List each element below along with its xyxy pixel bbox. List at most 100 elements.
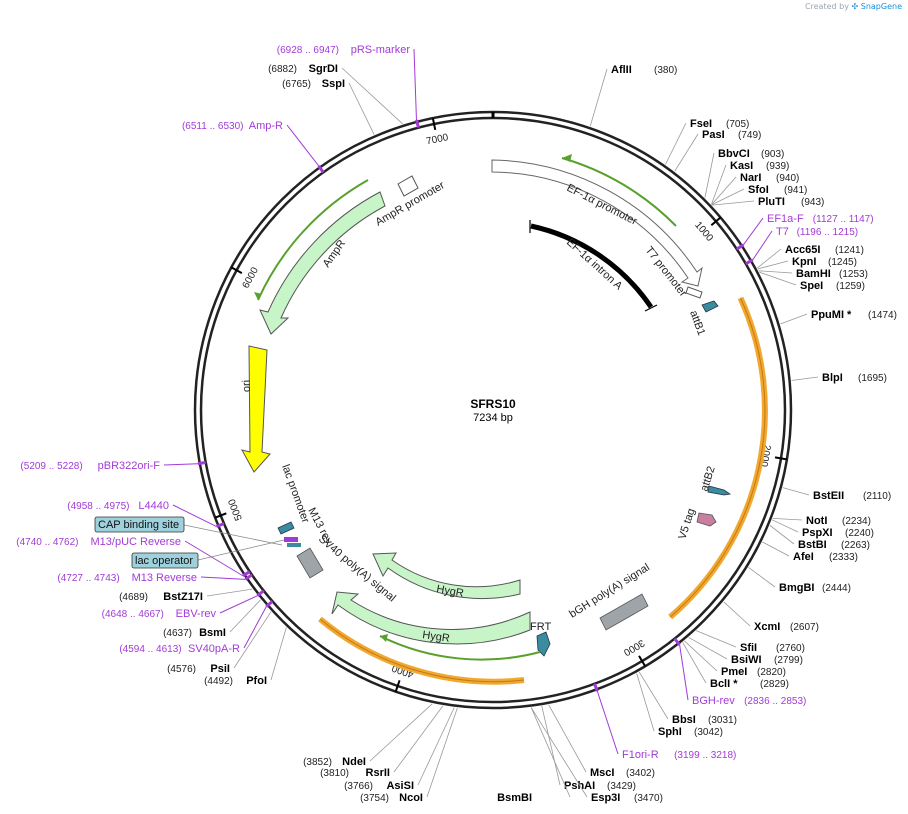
enzyme-position: (3402) bbox=[626, 768, 655, 779]
enzyme-name: SfoI bbox=[748, 184, 769, 196]
primer-mark bbox=[735, 243, 745, 251]
enzyme-leader-line bbox=[711, 176, 737, 205]
scale-tick bbox=[710, 216, 722, 227]
enzyme-name: PasI bbox=[702, 129, 725, 141]
primer-mark bbox=[244, 573, 253, 581]
enzyme-leader-line bbox=[393, 705, 444, 773]
primer-name: EBV-rev bbox=[176, 608, 217, 620]
enzyme-position: (3810) bbox=[320, 768, 349, 779]
enzyme-name: BbvCI bbox=[718, 148, 750, 160]
enzyme-leader-line bbox=[758, 270, 793, 274]
enzyme-position: (940) bbox=[776, 173, 799, 184]
primer-leader-line bbox=[184, 540, 244, 577]
enzyme-position: (3754) bbox=[360, 793, 389, 804]
attb1-arrow bbox=[701, 300, 719, 313]
scale-tick bbox=[774, 456, 788, 461]
enzyme-sites: AflII(380)FseI(705)PasI(749)BbvCI(903)Ka… bbox=[119, 63, 897, 804]
enzyme-name: KpnI bbox=[792, 256, 816, 268]
snapgene-credit: Created by ✣ SnapGene bbox=[805, 2, 902, 11]
enzyme-leader-line bbox=[780, 313, 808, 325]
enzyme-name: RsrII bbox=[366, 767, 390, 779]
scale-tick-label: 6000 bbox=[241, 265, 262, 290]
enzyme-position: (749) bbox=[738, 130, 761, 141]
enzyme-position: (1245) bbox=[828, 257, 857, 268]
enzyme-leader-line bbox=[704, 152, 715, 198]
frt-label: FRT bbox=[530, 621, 551, 633]
primer-mark bbox=[197, 460, 206, 466]
enzyme-position: (1474) bbox=[868, 310, 897, 321]
enzyme-leader-line bbox=[348, 82, 375, 135]
primer-name: F1ori-R bbox=[622, 749, 659, 761]
hygr-upper-label: HygR bbox=[435, 583, 464, 600]
primer-leader-line bbox=[243, 606, 267, 649]
enzyme-name: SfiI bbox=[740, 642, 757, 654]
primer-mark bbox=[673, 637, 681, 646]
enzyme-position: (4637) bbox=[163, 628, 192, 639]
primer-range: (4594 .. 4613) bbox=[119, 644, 181, 655]
enzyme-leader-line bbox=[762, 541, 790, 557]
attb2-arrow bbox=[707, 485, 732, 496]
enzyme-position: (4492) bbox=[204, 676, 233, 687]
enzyme-name: Acc65I bbox=[785, 244, 820, 256]
ori-label: ori bbox=[241, 380, 253, 393]
enzyme-position: (2829) bbox=[760, 679, 789, 690]
enzyme-position: (2333) bbox=[829, 552, 858, 563]
enzyme-position: (4576) bbox=[167, 664, 196, 675]
enzyme-position: (6765) bbox=[282, 79, 311, 90]
scale-tick-label: 1000 bbox=[692, 220, 715, 244]
cap-binding-site-leader bbox=[183, 524, 283, 546]
enzyme-name: SpeI bbox=[800, 280, 823, 292]
enzyme-position: (2234) bbox=[842, 516, 871, 527]
hygr-arrow-lower bbox=[331, 591, 531, 645]
primer-range: (1196 .. 1215) bbox=[797, 227, 859, 238]
primer-name: pRS-marker bbox=[351, 44, 411, 56]
primer-leader-line bbox=[743, 217, 764, 246]
primer-mark bbox=[593, 683, 599, 692]
enzyme-position: (943) bbox=[801, 197, 824, 208]
enzyme-name: PmeI bbox=[721, 666, 747, 678]
enzyme-position: (2263) bbox=[841, 540, 870, 551]
ampr-arrow bbox=[259, 191, 386, 335]
enzyme-position: (705) bbox=[726, 119, 749, 130]
enzyme-leader-line bbox=[682, 642, 707, 684]
enzyme-leader-line bbox=[782, 487, 810, 496]
cap-binding-site-label: CAP binding site bbox=[98, 519, 179, 531]
enzyme-leader-line bbox=[757, 248, 782, 269]
primer-mark bbox=[256, 589, 265, 597]
enzyme-name: BbsI bbox=[672, 714, 696, 726]
hygr-lower-label: HygR bbox=[422, 629, 451, 645]
hygr-orf-arrowhead-icon bbox=[380, 634, 388, 642]
enzyme-leader-line bbox=[791, 376, 819, 381]
ef1a-intron-bar bbox=[530, 223, 654, 309]
v5-tag-arrow bbox=[696, 512, 717, 527]
enzyme-leader-line bbox=[711, 188, 745, 206]
enzyme-leader-line bbox=[530, 707, 571, 798]
cap-site-mark bbox=[287, 543, 301, 547]
enzyme-leader-line bbox=[665, 122, 687, 165]
primer-name: SV40pA-R bbox=[188, 643, 240, 655]
primer-name: EF1a-F bbox=[767, 213, 804, 225]
enzyme-name: BstEII bbox=[813, 490, 844, 502]
enzyme-name: NcoI bbox=[399, 792, 423, 804]
primer-range: (5209 .. 5228) bbox=[20, 461, 82, 472]
lac-operator-leader bbox=[197, 539, 285, 561]
primer-mark bbox=[415, 119, 420, 129]
enzyme-leader-line bbox=[548, 704, 587, 773]
primer-mark bbox=[317, 164, 325, 174]
enzyme-position: (3429) bbox=[607, 781, 636, 792]
enzyme-name: BlpI bbox=[822, 372, 843, 384]
attb1-label: attB1 bbox=[687, 309, 707, 337]
ef1a-promoter-arrow bbox=[491, 159, 703, 287]
primer-range: (3199 .. 3218) bbox=[674, 750, 736, 761]
enzyme-position: (3470) bbox=[634, 793, 663, 804]
enzyme-position: (939) bbox=[766, 161, 789, 172]
primer-name: Amp-R bbox=[249, 120, 283, 132]
enzyme-name: NotI bbox=[806, 515, 827, 527]
lac-operator-label: lac operator bbox=[135, 555, 193, 567]
primer-range: (6511 .. 6530) bbox=[182, 121, 244, 132]
primer-leader-line bbox=[163, 463, 198, 466]
enzyme-leader-line bbox=[233, 611, 272, 669]
primer-name: M13/pUC Reverse bbox=[91, 536, 181, 548]
enzyme-leader-line bbox=[769, 525, 795, 545]
enzyme-position: (2444) bbox=[822, 583, 851, 594]
